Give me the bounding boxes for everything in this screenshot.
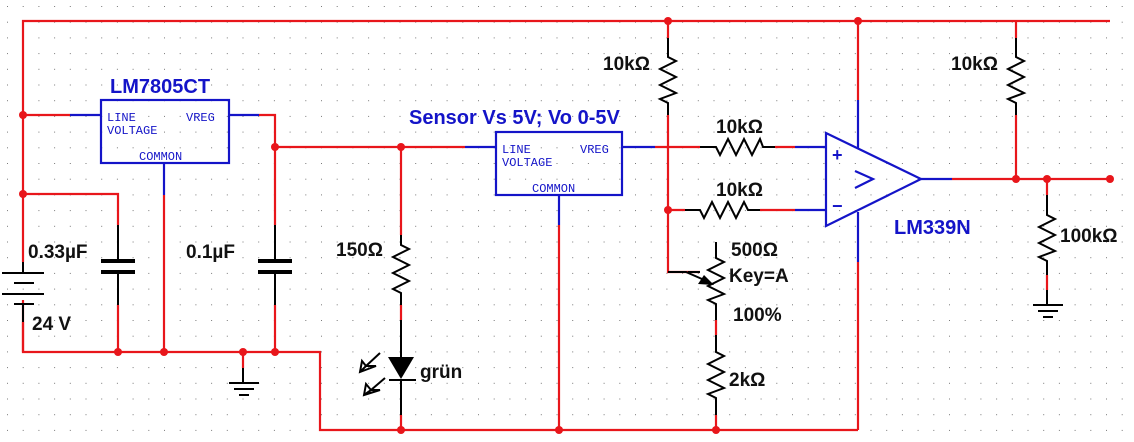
- junctions: [19, 17, 1114, 434]
- light-emission-icon: [358, 352, 386, 397]
- regulator-pin-vreg: VREG: [186, 111, 215, 125]
- comparator-lm339n[interactable]: + − LM339N: [824, 131, 971, 239]
- resistor-150-label: 150Ω: [336, 240, 383, 261]
- led-label: grün: [420, 362, 462, 383]
- regulator-pin-common: COMMON: [139, 150, 182, 164]
- capacitor-c2-label: 0.1µF: [186, 242, 235, 263]
- potentiometer-setting: 100%: [733, 305, 782, 326]
- resistor-load-label: 100kΩ: [1060, 226, 1118, 247]
- sensor-pin-line: LINE: [502, 143, 531, 157]
- resistor-pullup-left[interactable]: 10kΩ: [603, 38, 679, 115]
- capacitor-c1-label: 0.33µF: [28, 242, 88, 263]
- comparator-plus: +: [832, 145, 843, 165]
- regulator-name: LM7805CT: [110, 76, 210, 98]
- resistor-pullup-output-label: 10kΩ: [951, 54, 998, 75]
- capacitor-c1[interactable]: 0.33µF: [28, 225, 135, 305]
- comparator-minus: −: [832, 196, 843, 216]
- potentiometer-value: 500Ω: [731, 240, 778, 261]
- component-leads: [70, 100, 952, 262]
- comparator-name: LM339N: [894, 217, 971, 239]
- sensor-pin-vreg: VREG: [580, 143, 609, 157]
- ground-icon: [229, 368, 259, 396]
- resistor-minus-input[interactable]: 10kΩ: [685, 180, 763, 221]
- resistor-load[interactable]: 100kΩ: [1036, 195, 1118, 275]
- battery[interactable]: 24 V: [2, 262, 71, 352]
- led-green[interactable]: grün: [358, 320, 462, 415]
- battery-label: 24 V: [32, 314, 71, 335]
- sensor-pin-common: COMMON: [532, 182, 575, 196]
- resistor-minus-label: 10kΩ: [716, 180, 763, 201]
- resistor-150[interactable]: 150Ω: [336, 235, 412, 305]
- resistor-plus-label: 10kΩ: [716, 117, 763, 138]
- regulator-pin-line: LINE: [107, 111, 136, 125]
- sensor-module[interactable]: Sensor Vs 5V; Vo 0-5V LINE VOLTAGE VREG …: [409, 107, 624, 197]
- potentiometer[interactable]: 500Ω Key=A 100%: [668, 240, 789, 326]
- resistor-2k-label: 2kΩ: [729, 370, 765, 391]
- sensor-name: Sensor Vs 5V; Vo 0-5V: [409, 107, 620, 129]
- resistor-2k[interactable]: 2kΩ: [705, 335, 765, 415]
- capacitor-c2[interactable]: 0.1µF: [186, 225, 292, 305]
- ground-icon: [1033, 290, 1063, 318]
- resistor-plus-input[interactable]: 10kΩ: [700, 117, 775, 158]
- resistor-pullup-output[interactable]: 10kΩ: [951, 38, 1027, 115]
- sensor-pin-voltage: VOLTAGE: [502, 156, 552, 170]
- potentiometer-key: Key=A: [729, 266, 789, 287]
- regulator-pin-voltage: VOLTAGE: [107, 124, 157, 138]
- resistor-pullup-left-label: 10kΩ: [603, 54, 650, 75]
- regulator-lm7805[interactable]: LM7805CT LINE VOLTAGE VREG COMMON: [99, 76, 231, 165]
